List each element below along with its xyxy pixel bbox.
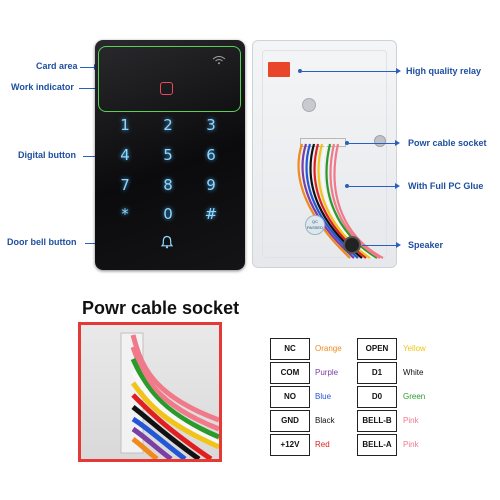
callout-line-socket [349,143,397,144]
wire-color: Blue [315,392,332,401]
callout-arrow-glue [395,183,400,189]
key-star[interactable]: * [121,205,129,223]
callout-arrow-relay [396,68,401,74]
callout-card-area: Card area [36,61,78,71]
lock-indicator-icon [160,82,173,95]
wire-color: Black [315,416,335,425]
key-1[interactable]: 1 [120,116,130,134]
screw-post [374,135,386,147]
wire-color: Pink [403,416,419,425]
key-3[interactable]: 3 [206,116,216,134]
wire-color: Orange [315,344,342,353]
wire-color: Red [315,440,330,449]
pin-label: COM [270,362,310,384]
pin-label: NO [270,386,310,408]
key-5[interactable]: 5 [163,146,173,164]
key-4[interactable]: 4 [120,146,130,164]
key-8[interactable]: 8 [163,176,173,194]
wire-color: Green [403,392,426,401]
relay-component [268,62,290,77]
callout-dot-relay [298,69,302,73]
key-7[interactable]: 7 [120,176,130,194]
pin-label: D1 [357,362,397,384]
callout-line-speaker [362,245,398,246]
callout-digital-button: Digital button [18,150,76,160]
callout-high-quality-relay: High quality relay [406,66,482,76]
callout-speaker: Speaker [408,240,444,250]
wifi-icon [212,52,226,70]
section-title: Powr cable socket [82,298,240,318]
wire-color: Yellow [403,344,426,353]
callout-power-cable-socket: Powr cable socket [408,138,487,148]
key-2[interactable]: 2 [163,116,173,134]
callout-arrow-socket [395,140,400,146]
wire-color: Purple [315,368,339,377]
pin-label: +12V [270,434,310,456]
card-area-outline [98,46,241,112]
key-0[interactable]: 0 [163,205,173,223]
bell-icon[interactable] [160,235,174,254]
pin-label: D0 [357,386,397,408]
key-hash[interactable]: # [204,205,218,223]
pin-label: BELL-A [357,434,397,456]
speaker-component [343,236,361,254]
callout-work-indicator: Work indicator [11,82,74,92]
pin-label: NC [270,338,310,360]
pin-label: OPEN [357,338,397,360]
key-9[interactable]: 9 [206,176,216,194]
cable-closeup-photo [78,322,222,462]
callout-dot-glue [345,184,349,188]
closeup-wires [120,332,219,459]
wire-color: White [403,368,424,377]
callout-door-bell-button: Door bell button [7,237,77,247]
pin-label: GND [270,410,310,432]
wire-color: Pink [403,440,419,449]
callout-dot-socket [345,141,349,145]
qc-sticker: QC PASSED [305,215,325,235]
back-wire-bundle [297,143,384,259]
callout-line-glue [349,186,397,187]
back-case-inner [262,50,387,258]
callout-line-relay [302,71,398,72]
mount-hole [302,98,316,112]
keypad-device [95,40,245,270]
pin-label: BELL-B [357,410,397,432]
callout-line-card-area [80,67,96,68]
callout-arrow-speaker [396,242,401,248]
callout-full-pc-glue: With Full PC Glue [408,181,484,191]
key-6[interactable]: 6 [206,146,216,164]
